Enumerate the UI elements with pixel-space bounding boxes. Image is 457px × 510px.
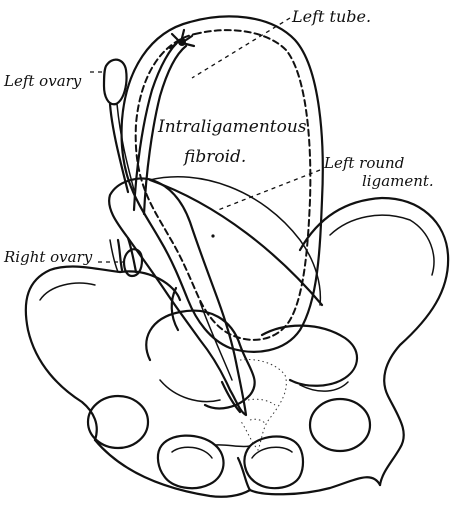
left-round-ligament [150,180,322,305]
pelvis-right-acetabulum [310,399,370,451]
label-fibroid-line2: fibroid. [182,147,246,167]
label-left-ovary: Left ovary [3,72,82,90]
label-round-ligament-line2: ligament. [362,172,434,190]
leader-lines [90,18,320,262]
pelvis [26,198,448,497]
label-fibroid-line1: Intraligamentous [157,117,307,137]
label-right-ovary: Right ovary [3,248,93,266]
label-round-ligament-line1: Left round [323,154,404,172]
pelvis-left-obturator [158,436,224,489]
pelvis-right-ilium [300,198,448,485]
pelvis-symphysis [95,440,380,497]
leader-round-ligament [218,170,320,210]
pelvis-brim [146,311,254,409]
left-ovary-body [104,60,127,105]
pelvis-right-obturator [244,437,303,489]
pelvis-left-ilium [26,267,120,440]
leader-left-tube [192,18,290,78]
label-left-tube: Left tube. [291,7,371,26]
